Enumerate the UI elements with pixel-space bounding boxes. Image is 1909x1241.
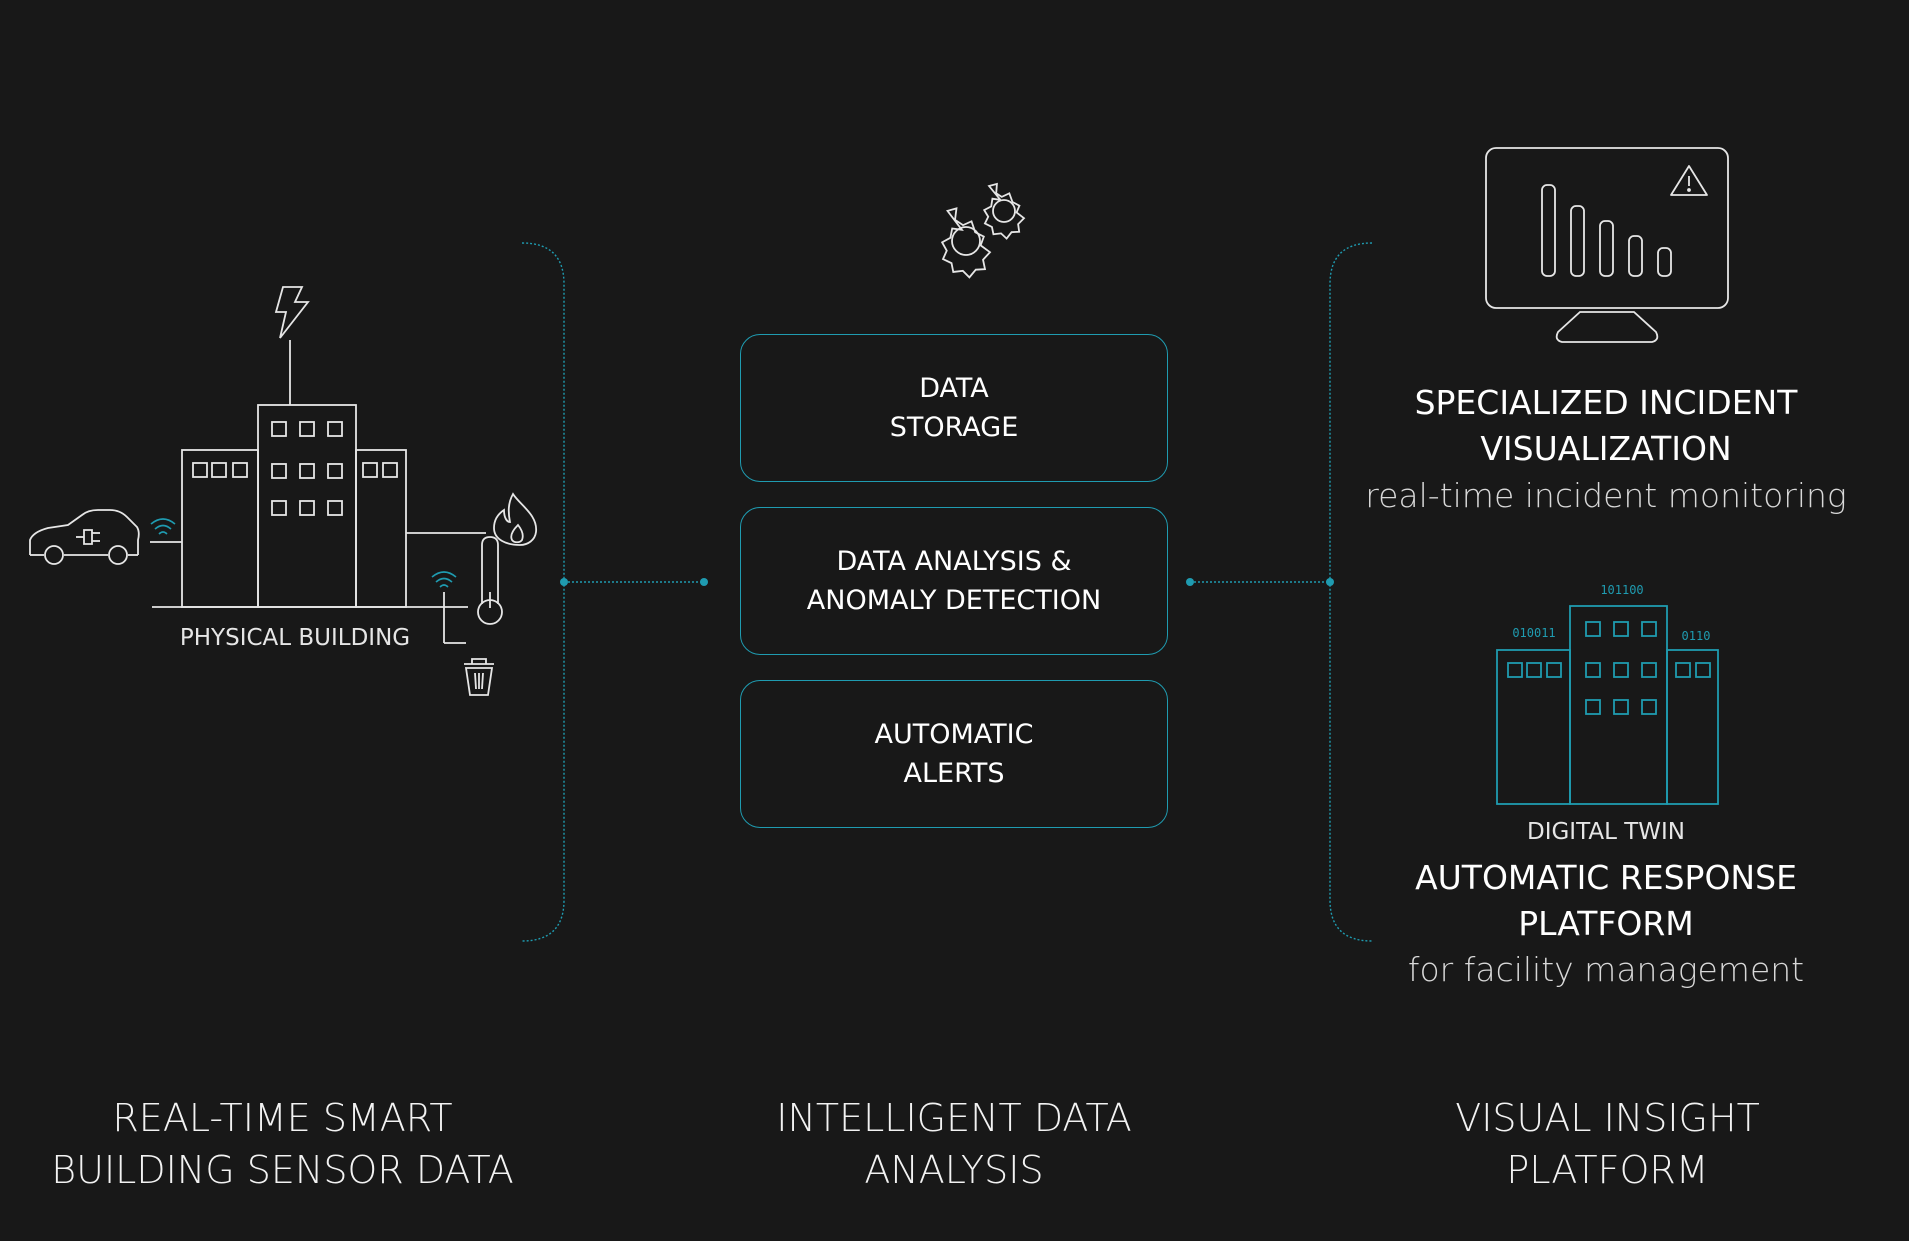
left-caption: REAL-TIME SMART BUILDING SENSOR DATA	[51, 1096, 514, 1192]
lightning-icon	[274, 286, 310, 339]
box-label: DATA STORAGE	[889, 373, 1019, 443]
physical-building-illustration	[29, 286, 537, 696]
wifi-icon	[431, 571, 457, 588]
box-label: AUTOMATIC ALERTS	[874, 719, 1034, 789]
gears-icon	[940, 182, 1026, 279]
box-label: DATA ANALYSIS & ANOMALY DETECTION	[806, 546, 1102, 616]
binary-label: 101100	[1600, 583, 1643, 597]
warning-icon	[1670, 165, 1708, 196]
platform-subtitle: for facility management	[1407, 950, 1805, 989]
right-caption: VISUAL INSIGHT PLATFORM	[1455, 1096, 1760, 1192]
binary-label: 010011	[1512, 626, 1555, 640]
middle-caption: INTELLIGENT DATA ANALYSIS	[776, 1096, 1132, 1192]
platform-title: AUTOMATIC RESPONSE PLATFORM	[1415, 858, 1797, 943]
monitor-title: SPECIALIZED INCIDENT VISUALIZATION	[1414, 383, 1798, 468]
binary-label: 0110	[1682, 629, 1711, 643]
left-bracket	[521, 242, 565, 942]
wifi-icon	[150, 518, 176, 535]
monitor-bar	[1628, 235, 1643, 277]
automatic-alerts-box: AUTOMATIC ALERTS	[740, 680, 1168, 828]
monitor-subtitle: real-time incident monitoring	[1365, 476, 1847, 515]
data-analysis-box: DATA ANALYSIS & ANOMALY DETECTION	[740, 507, 1168, 655]
monitor-bar	[1570, 205, 1585, 277]
data-storage-box: DATA STORAGE	[740, 334, 1168, 482]
right-bracket	[1329, 242, 1373, 942]
monitor-bar	[1657, 247, 1672, 277]
trash-icon	[464, 658, 494, 696]
car-icon	[29, 509, 140, 565]
monitor-bar	[1541, 184, 1556, 277]
digital-twin-illustration	[1496, 605, 1719, 805]
monitor-icon	[1485, 147, 1729, 343]
fire-icon	[493, 492, 537, 546]
digital-twin-label: DIGITAL TWIN	[1526, 819, 1685, 845]
monitor-bar	[1599, 220, 1614, 277]
physical-building-label: PHYSICAL BUILDING	[179, 625, 411, 651]
thermometer-icon	[477, 536, 503, 625]
